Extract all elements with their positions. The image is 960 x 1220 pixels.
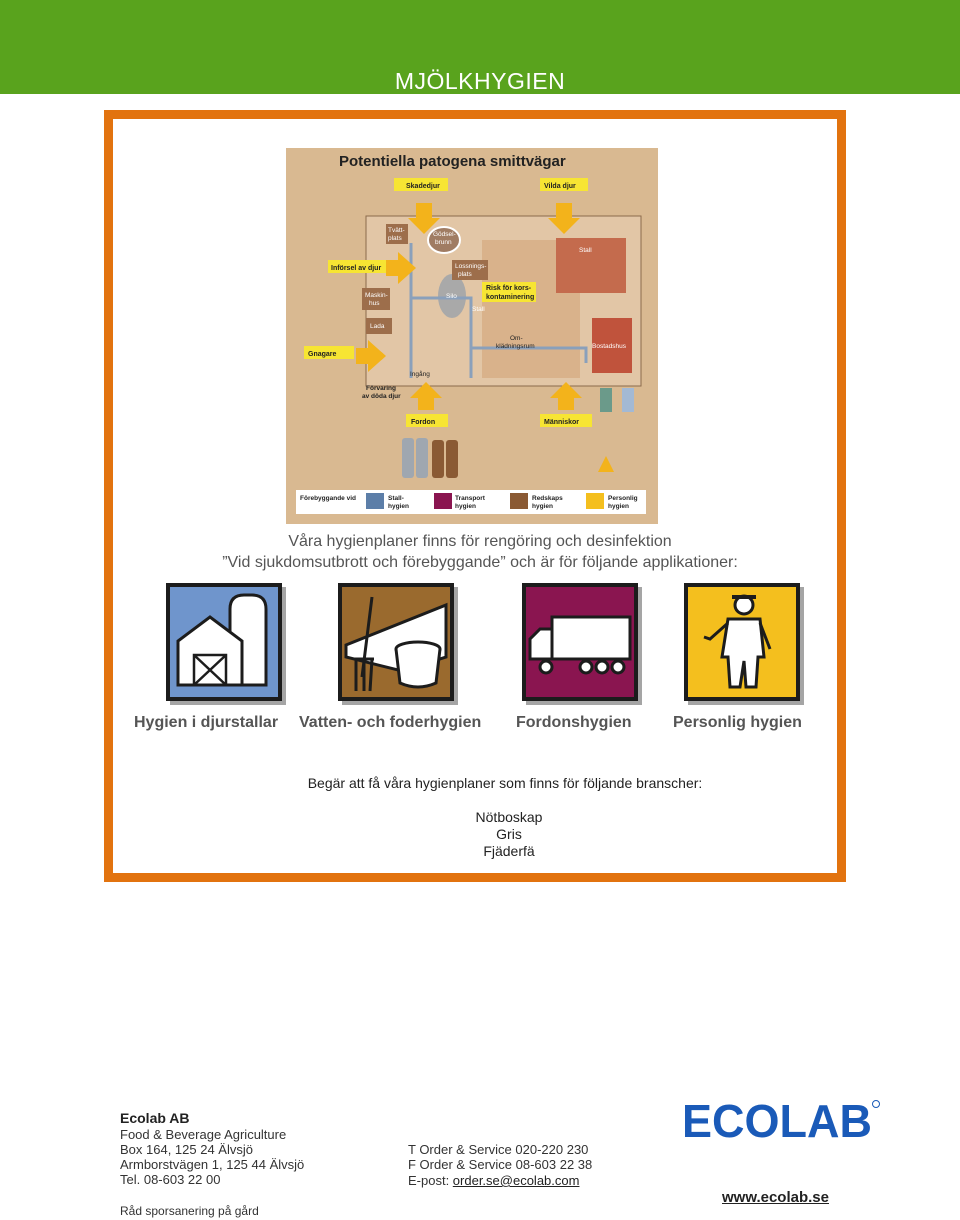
label-tvatt: Tvätt-: [388, 227, 405, 234]
label-lossning: Lossnings-: [455, 263, 486, 270]
person-icon: [684, 583, 800, 701]
label-risk: Risk för kors-: [486, 285, 532, 292]
label-om-2: klädningsrum: [496, 343, 535, 350]
label-vilda-djur: Vilda djur: [544, 183, 576, 190]
order-phone: T Order & Service 020-220 230: [408, 1142, 589, 1157]
label-stall-mid: Stall: [472, 306, 485, 313]
label-maskin: Maskin-: [365, 292, 388, 299]
request-text: Begär att få våra hygienplaner som finns…: [307, 775, 703, 791]
app-label-djurstallar: Hygien i djurstallar: [134, 714, 279, 731]
intro-line-1: Våra hygienplaner finns för rengöring oc…: [288, 533, 672, 550]
label-ingang: Ingång: [410, 370, 430, 378]
logo-text: ECOLAB: [682, 1099, 872, 1141]
truck-icon: [522, 583, 638, 701]
label-maskin-2: hus: [369, 300, 380, 307]
app-label-fordonshygien: Fordonshygien: [516, 714, 632, 731]
label-lossning-2: plats: [458, 271, 472, 278]
email-label: E-post:: [408, 1173, 453, 1188]
label-skadedjur: Skadedjur: [406, 183, 440, 190]
document-title: Råd sporsanering på gård: [120, 1204, 259, 1218]
label-om: Om-: [510, 335, 523, 342]
address-street: Armborstvägen 1, 125 44 Älvsjö: [120, 1157, 305, 1172]
company-name: Ecolab AB: [120, 1110, 190, 1126]
website-link[interactable]: www.ecolab.se: [722, 1189, 829, 1206]
label-fordon: Fordon: [411, 419, 435, 426]
app-label-foderhygien: Vatten- och foderhygien: [299, 714, 482, 731]
sector-notboskap: Nötboskap: [475, 809, 543, 825]
label-godsel-2: brunn: [435, 239, 452, 246]
label-forvaring: Förvaring: [366, 385, 396, 392]
pathogen-diagram: Potentiella patogena smittvägar Skadedju…: [286, 148, 658, 524]
sector-gris: Gris: [496, 826, 522, 842]
legend-redskaps: Redskaps: [532, 495, 563, 502]
barn-icon: [166, 583, 282, 701]
legend-transport: Transport: [455, 495, 486, 502]
label-silo: Silo: [446, 293, 457, 300]
legend-title: Förebyggande vid: [300, 495, 356, 502]
order-fax: F Order & Service 08-603 22 38: [408, 1157, 593, 1172]
ecolab-logo: ECOLAB: [682, 1095, 880, 1147]
email-link[interactable]: order.se@ecolab.com: [452, 1173, 580, 1188]
app-label-personlig: Personlig hygien: [673, 714, 802, 731]
header-banner: MJÖLKHYGIEN: [0, 0, 960, 94]
email-row: E-post: order.se@ecolab.com: [408, 1173, 579, 1188]
bostadshus-roof: [592, 318, 632, 373]
legend-transport-2: hygien: [455, 503, 476, 510]
phone: Tel. 08-603 22 00: [120, 1172, 221, 1187]
label-forvaring-2: av döda djur: [362, 393, 401, 400]
legend-personlig-2: hygien: [608, 503, 629, 510]
label-risk-2: kontaminering: [486, 294, 534, 301]
label-manniskor: Människor: [544, 419, 579, 426]
intro-line-2: ”Vid sjukdomsutbrott och förebyggande” o…: [222, 554, 738, 571]
label-bostadshus: Bostadshus: [592, 343, 627, 350]
company-division: Food & Beverage Agriculture: [120, 1127, 287, 1142]
label-tvatt-2: plats: [388, 235, 402, 242]
label-lada: Lada: [370, 323, 385, 330]
diagram-title: Potentiella patogena smittvägar: [339, 153, 566, 170]
legend-personlig: Personlig: [608, 495, 638, 502]
feed-bucket-icon: [338, 583, 454, 701]
page-title: MJÖLKHYGIEN: [394, 68, 566, 94]
legend-stall: Stall-: [388, 495, 404, 502]
label-gnagare: Gnagare: [308, 351, 337, 358]
stall-roof: [556, 238, 626, 293]
intro-text: Våra hygienplaner finns för rengöring oc…: [0, 531, 960, 573]
label-godsel: Gödsel-: [433, 231, 456, 238]
legend-stall-2: hygien: [388, 503, 409, 510]
address-box: Box 164, 125 24 Älvsjö: [120, 1142, 253, 1157]
legend-redskaps-2: hygien: [532, 503, 553, 510]
label-inforsel: Införsel av djur: [331, 265, 381, 272]
sector-fjaderfa: Fjäderfä: [483, 843, 535, 859]
label-stall-top: Stall: [579, 247, 592, 254]
